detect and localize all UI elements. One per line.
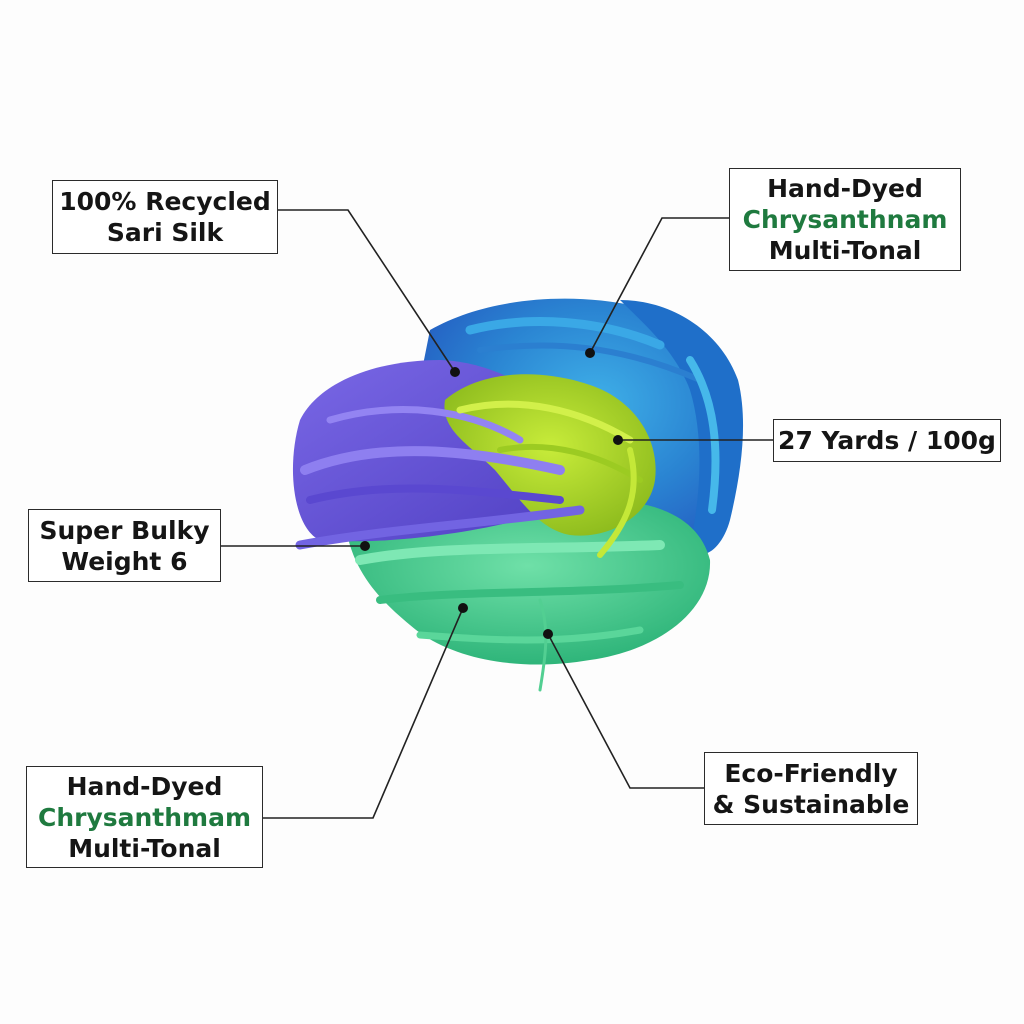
callout-hand-dyed-bottom-line2: Chrysanthmam bbox=[37, 802, 252, 832]
yarn-bundle bbox=[292, 298, 744, 692]
callout-hand-dyed-top-line1: Hand-Dyed bbox=[767, 174, 923, 203]
callout-recycled-sari-silk: 100% Recycled Sari Silk bbox=[52, 180, 278, 254]
leader-hand-dyed-bottom bbox=[263, 607, 464, 819]
callout-hand-dyed-top-line3: Multi-Tonal bbox=[768, 236, 922, 265]
callout-hand-dyed-bottom: Hand-Dyed Chrysanthmam Multi-Tonal bbox=[26, 766, 263, 868]
callout-hand-dyed-top-line2: Chrysanthnam bbox=[742, 205, 948, 234]
yarn-strand-details bbox=[295, 317, 720, 692]
callout-hand-dyed-top: Hand-Dyed Chrysanthnam Multi-Tonal bbox=[729, 168, 961, 271]
callout-weight: Super Bulky Weight 6 bbox=[28, 509, 221, 582]
callout-hand-dyed-bottom-line3: Multi-Tonal bbox=[68, 833, 221, 863]
yarn-mint-strands bbox=[345, 500, 711, 665]
callout-hand-dyed-bottom-line1: Hand-Dyed bbox=[66, 771, 223, 801]
callout-weight-line1: Super Bulky bbox=[39, 515, 210, 545]
callout-yardage-line1: 27 Yards / 100g bbox=[778, 426, 996, 455]
callout-yardage: 27 Yards / 100g bbox=[773, 419, 1001, 462]
leader-recycled bbox=[278, 209, 456, 373]
leader-hand-dyed-top bbox=[589, 217, 729, 354]
leader-eco bbox=[547, 633, 704, 789]
callout-recycled-line2: Sari Silk bbox=[106, 218, 224, 247]
callout-eco-friendly: Eco-Friendly & Sustainable bbox=[704, 752, 918, 825]
callout-recycled-line1: 100% Recycled bbox=[59, 187, 271, 216]
leader-lines bbox=[221, 209, 773, 819]
yarn-lime-strands bbox=[444, 374, 656, 536]
callout-weight-line2: Weight 6 bbox=[61, 546, 188, 576]
callout-eco-line2: & Sustainable bbox=[712, 789, 910, 819]
leader-dots bbox=[360, 348, 623, 639]
callout-eco-line1: Eco-Friendly bbox=[724, 758, 898, 788]
